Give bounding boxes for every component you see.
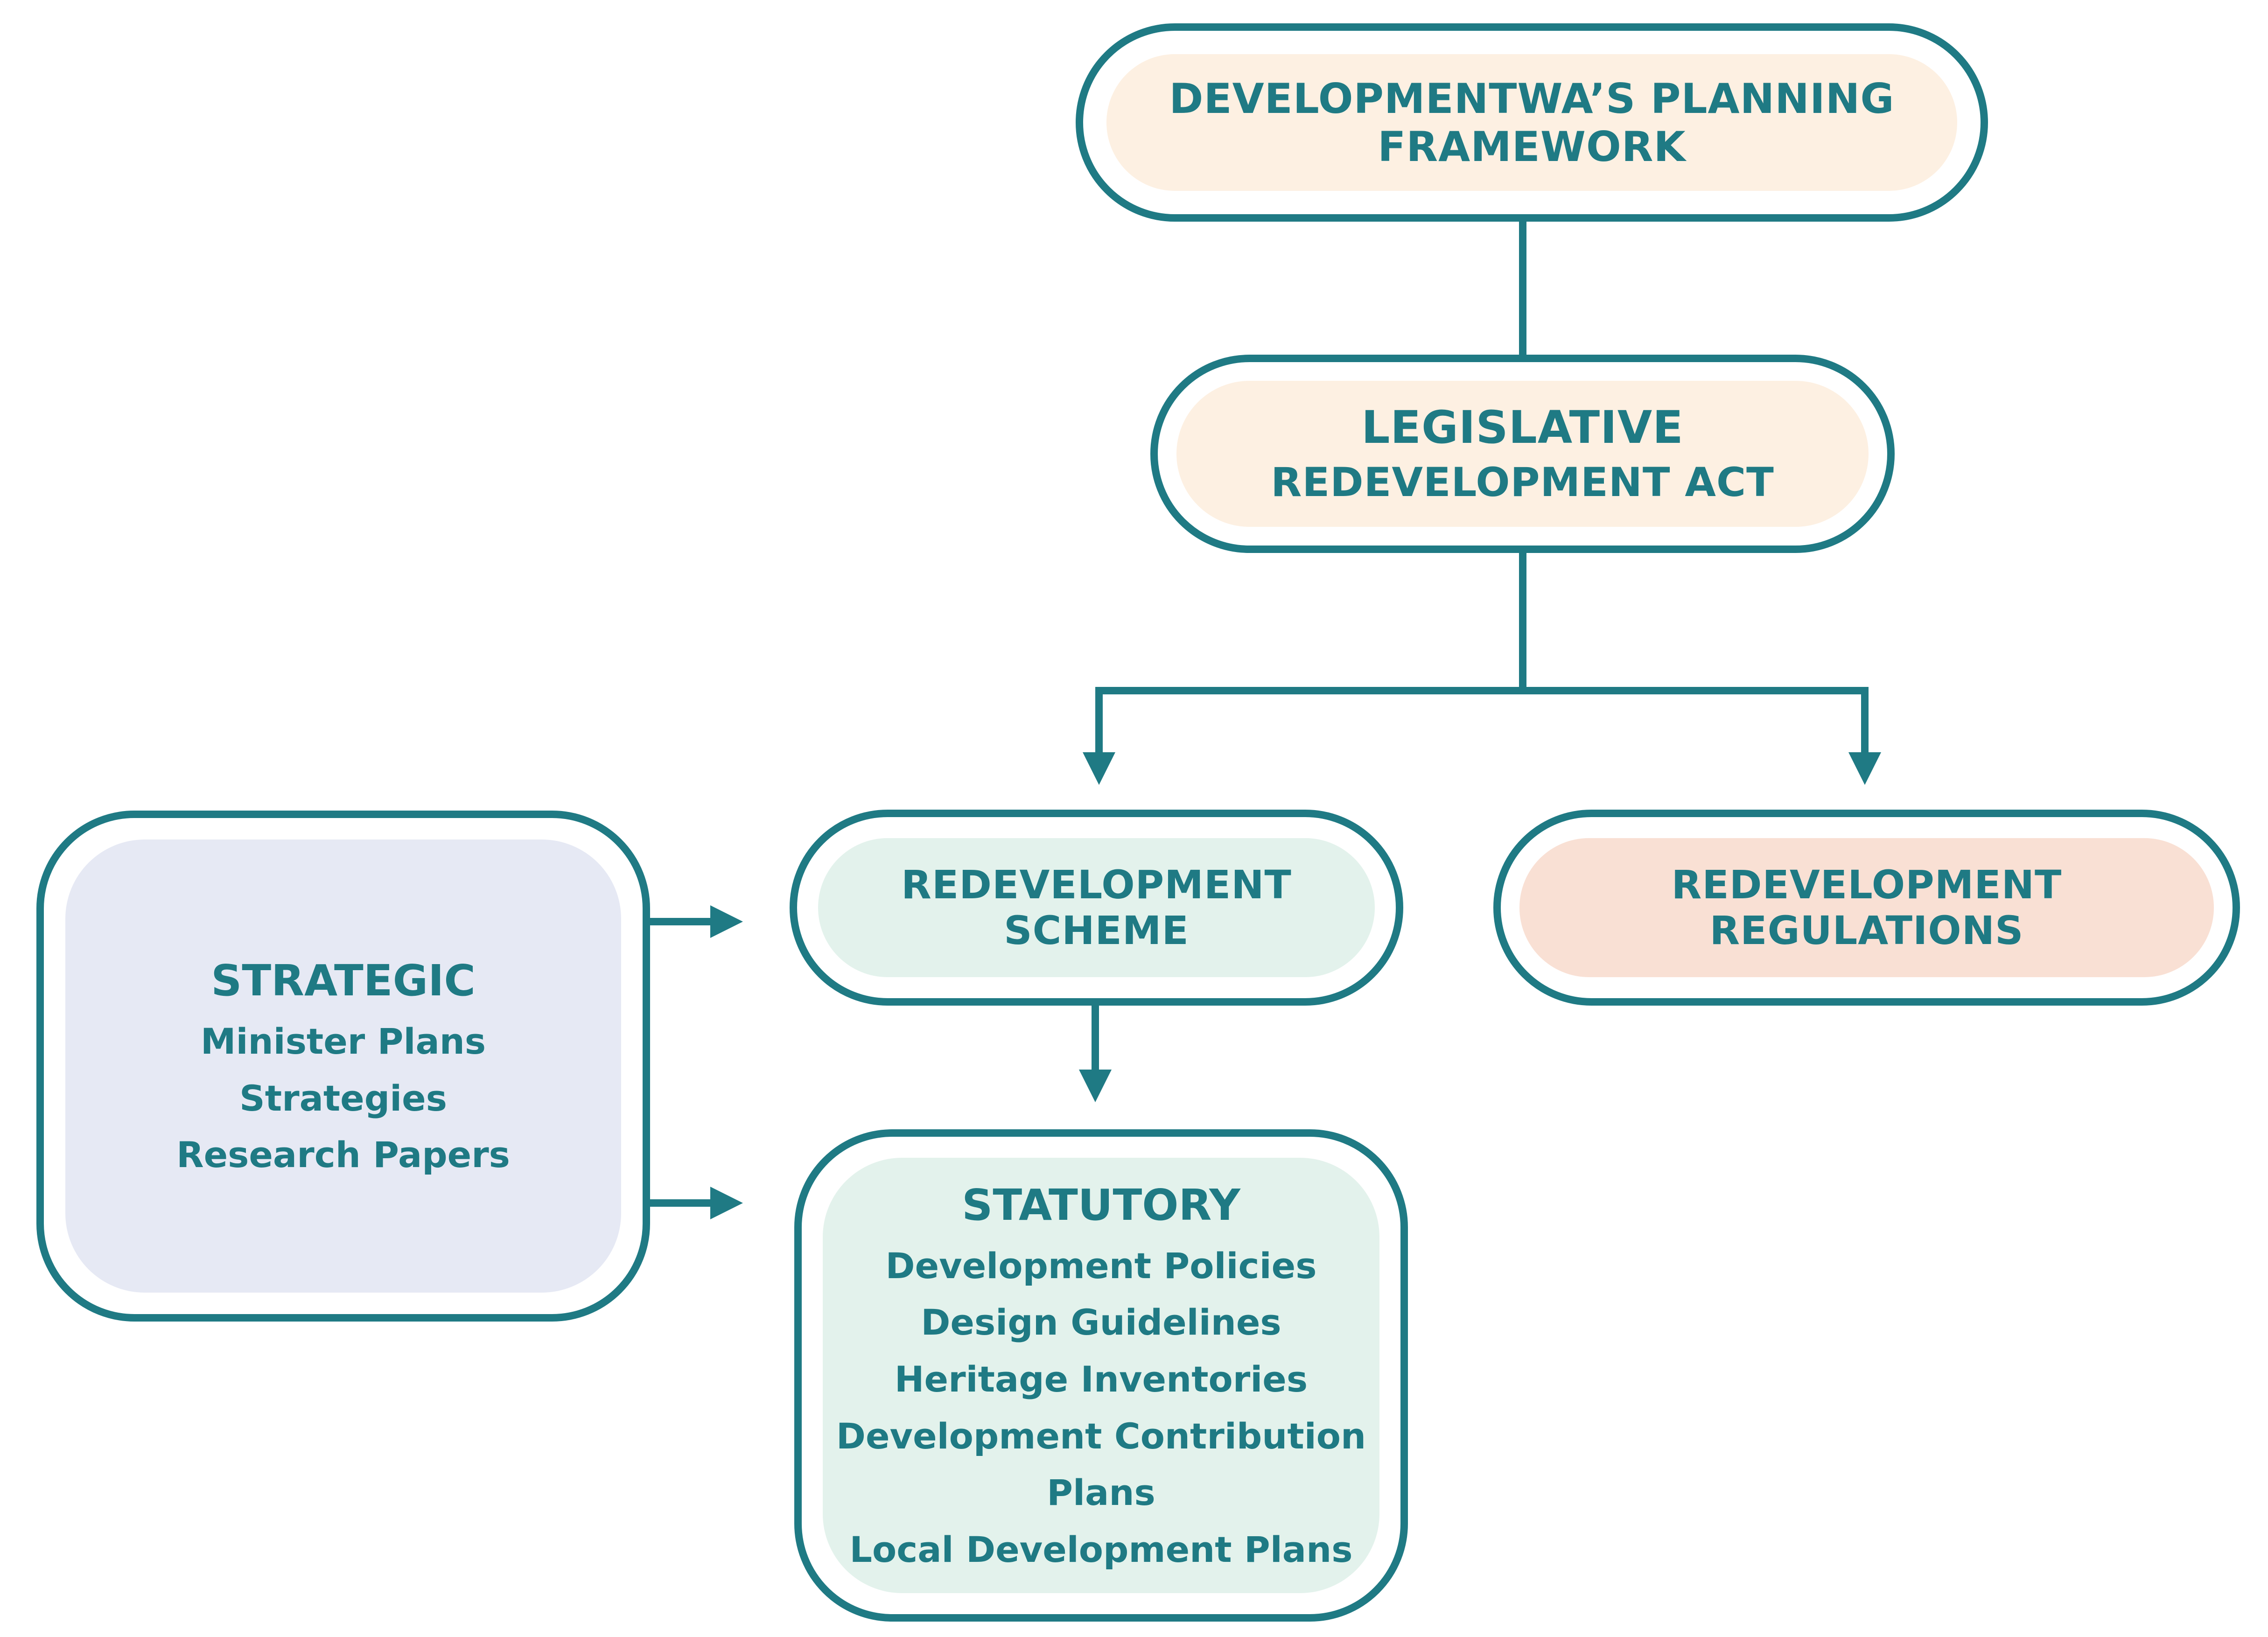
arrowhead-to-regulations [1848,752,1881,785]
scheme-node: REDEVELOPMENT SCHEME [790,810,1403,1006]
statutory-title: STATUTORY [962,1180,1240,1230]
legislative-node: LEGISLATIVE REDEVELOPMENT ACT [1150,355,1895,553]
framework-node-body: DEVELOPMENTWA’S PLANNING FRAMEWORK [1106,54,1957,191]
statutory-item: Local Development Plans [849,1528,1353,1570]
statutory-node-body: STATUTORY Development Policies Design Gu… [823,1158,1379,1593]
framework-title: DEVELOPMENTWA’S PLANNING FRAMEWORK [1169,74,1895,171]
arrowhead-strategic-to-statutory [710,1187,743,1219]
arrowhead-to-scheme [1083,752,1115,785]
legislative-title: LEGISLATIVE [1361,401,1684,454]
scheme-title: REDEVELOPMENT SCHEME [901,862,1292,953]
strategic-node: STRATEGIC Minister Plans Strategies Rese… [36,811,650,1322]
strategic-item: Minister Plans [200,1021,486,1063]
strategic-item: Strategies [239,1077,447,1119]
statutory-item: Heritage Inventories [894,1358,1308,1400]
strategic-title: STRATEGIC [211,956,476,1006]
regulations-node-body: REDEVELOPMENT REGULATIONS [1519,838,2214,977]
arrowhead-to-statutory [1079,1070,1112,1102]
scheme-node-body: REDEVELOPMENT SCHEME [818,838,1375,977]
legislative-node-body: LEGISLATIVE REDEVELOPMENT ACT [1176,381,1869,527]
statutory-item: Design Guidelines [921,1301,1281,1343]
regulations-title: REDEVELOPMENT REGULATIONS [1671,862,2062,953]
statutory-item: Development Contribution Plans [836,1415,1366,1514]
framework-node: DEVELOPMENTWA’S PLANNING FRAMEWORK [1076,23,1988,222]
statutory-item: Development Policies [885,1245,1317,1287]
regulations-node: REDEVELOPMENT REGULATIONS [1493,810,2240,1006]
statutory-node: STATUTORY Development Policies Design Gu… [794,1129,1408,1622]
arrowhead-strategic-to-scheme [710,905,743,938]
strategic-item: Research Papers [176,1134,510,1176]
strategic-node-body: STRATEGIC Minister Plans Strategies Rese… [65,839,621,1293]
legislative-subtitle: REDEVELOPMENT ACT [1271,459,1774,506]
